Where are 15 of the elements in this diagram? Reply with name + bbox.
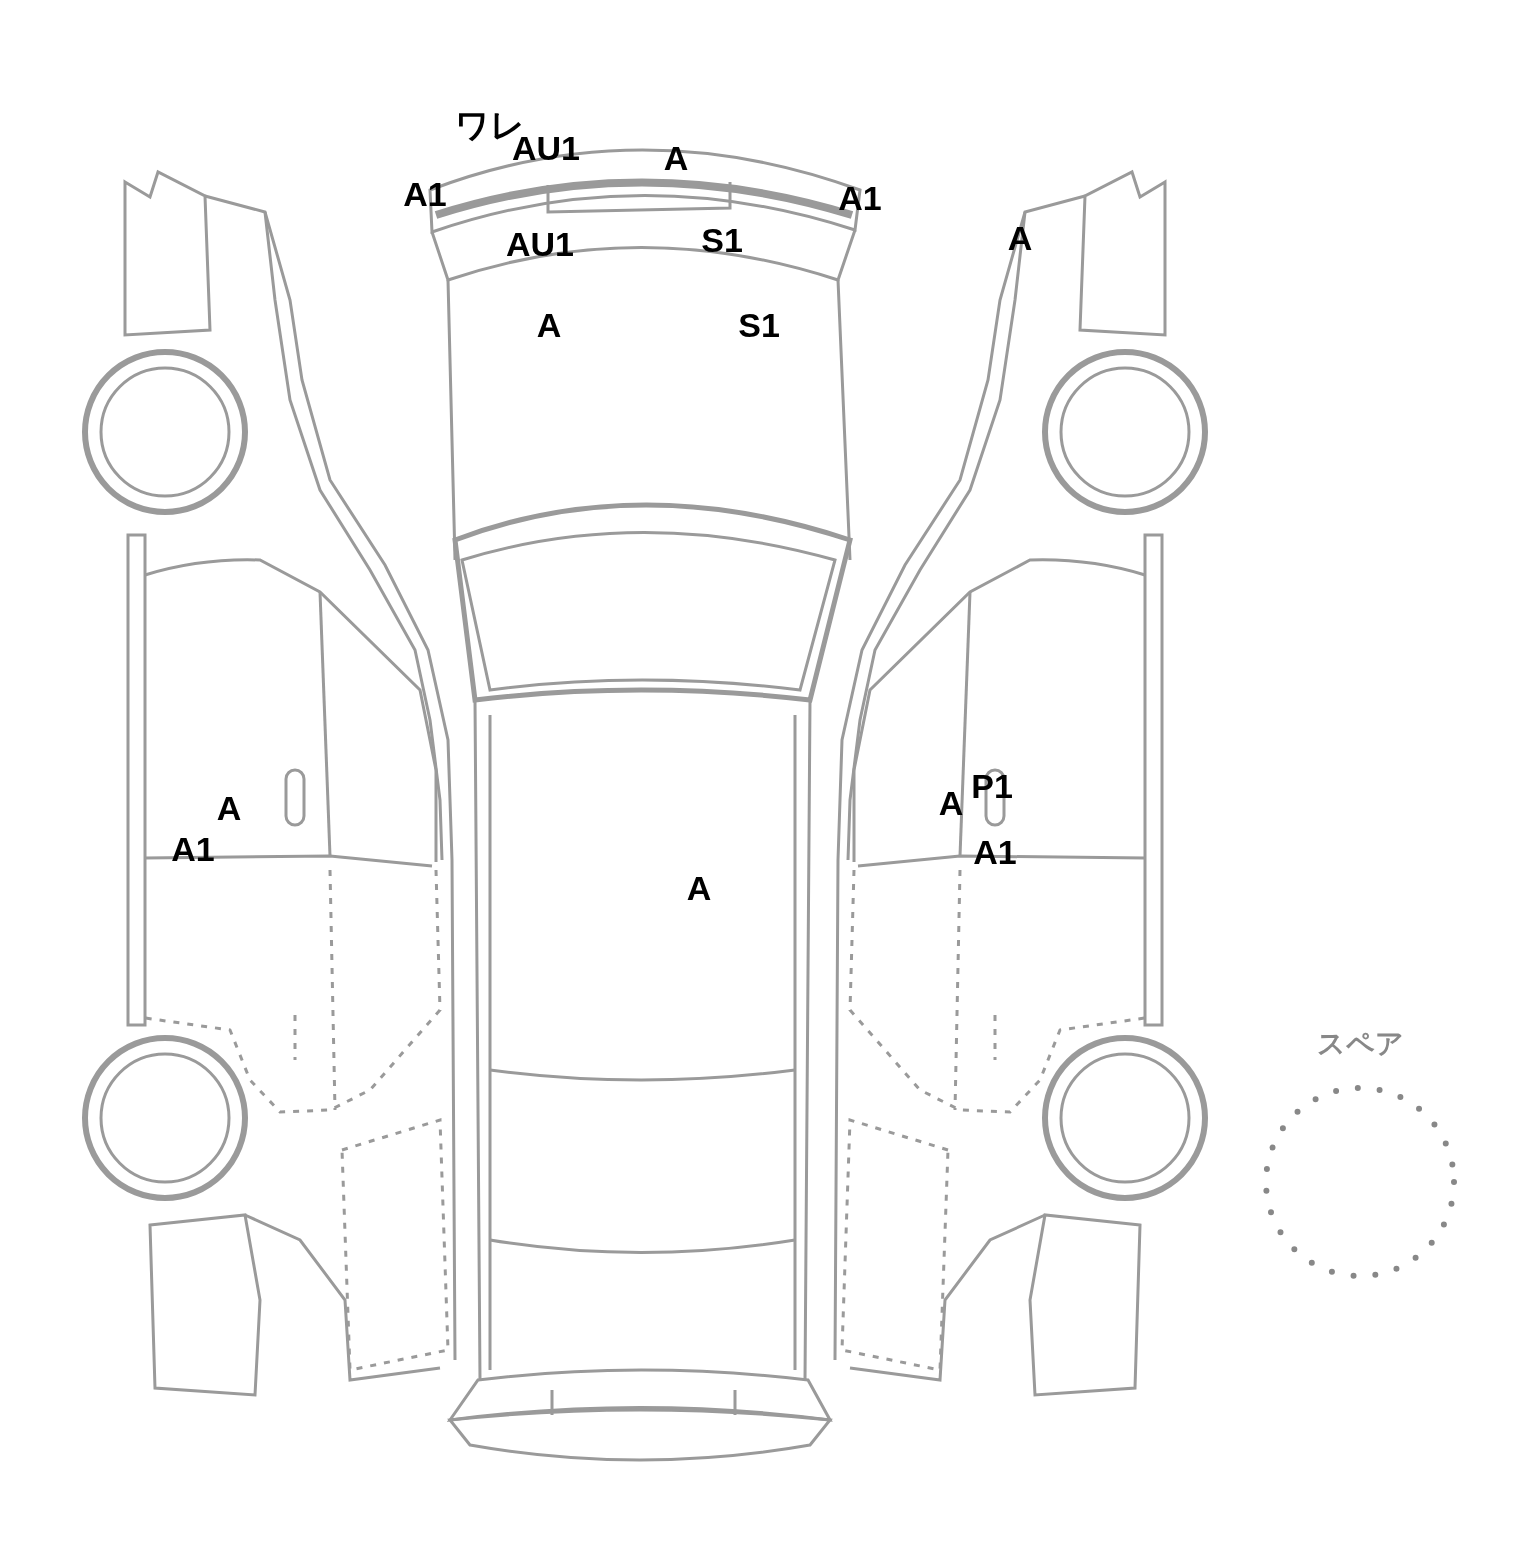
damage-code: A (216, 791, 242, 825)
damage-code: S1 (738, 308, 780, 342)
damage-code: AU1 (506, 227, 574, 261)
damage-code: A (938, 786, 964, 820)
damage-code: P1 (971, 769, 1013, 803)
damage-code: A1 (171, 832, 215, 866)
damage-code: A (663, 141, 689, 175)
damage-code: A (536, 308, 562, 342)
damage-code: A (686, 871, 712, 905)
damage-code: A1 (838, 181, 882, 215)
damage-code: A1 (973, 835, 1017, 869)
spare-tire-label: スペア (1316, 1030, 1404, 1058)
damage-code: S1 (701, 223, 743, 257)
damage-code: A1 (403, 177, 447, 211)
damage-code: A (1007, 221, 1033, 255)
